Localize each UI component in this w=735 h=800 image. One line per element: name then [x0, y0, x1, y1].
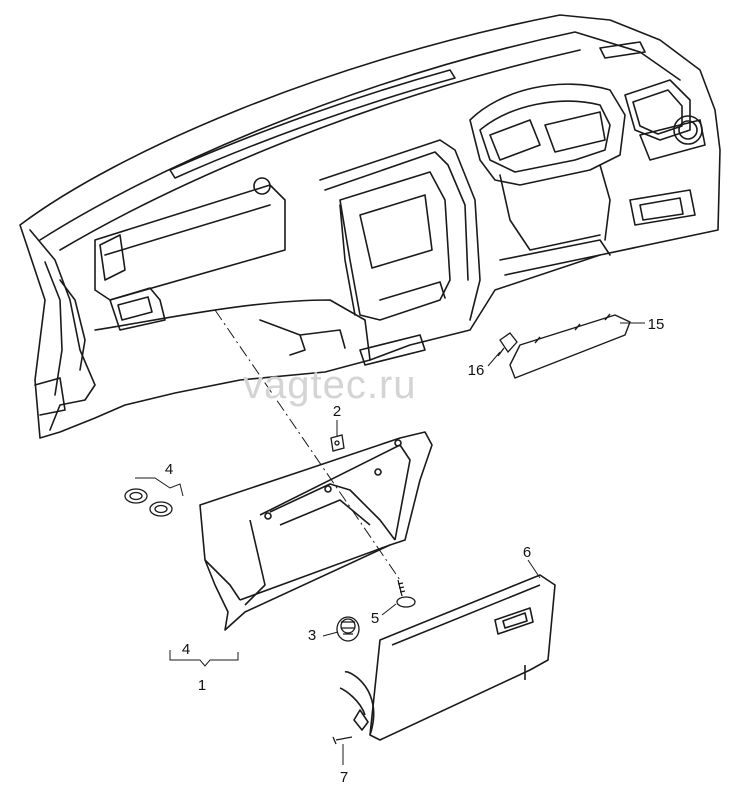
- leader-lines: [135, 309, 645, 765]
- callout-6: 6: [523, 544, 531, 561]
- callout-4-lower: 4: [182, 641, 190, 658]
- glovebox-lid-part-6: [339, 574, 556, 741]
- watermark-text: vagtec.ru: [243, 363, 417, 407]
- callout-4-upper: 4: [165, 461, 173, 478]
- clip-part-16: [497, 332, 518, 357]
- callout-labels: 1 2 3 4 4 5 6 7 15 16: [165, 316, 665, 786]
- screw-part-5: [396, 579, 416, 608]
- glovebox-housing: [199, 431, 433, 631]
- pin-part-7: [332, 736, 353, 745]
- bracket-part-2: [330, 434, 345, 452]
- callout-5: 5: [371, 610, 379, 627]
- callout-15: 15: [648, 316, 665, 333]
- callout-3: 3: [308, 627, 316, 644]
- knob-part-3: [336, 616, 360, 642]
- callout-16: 16: [468, 362, 485, 379]
- bumper-parts-4: [124, 488, 173, 517]
- callout-2: 2: [333, 403, 341, 420]
- callout-7: 7: [340, 769, 348, 786]
- dashboard-panel: [19, 14, 721, 439]
- trim-strip-part-15: [509, 313, 631, 379]
- callout-1: 1: [198, 677, 206, 694]
